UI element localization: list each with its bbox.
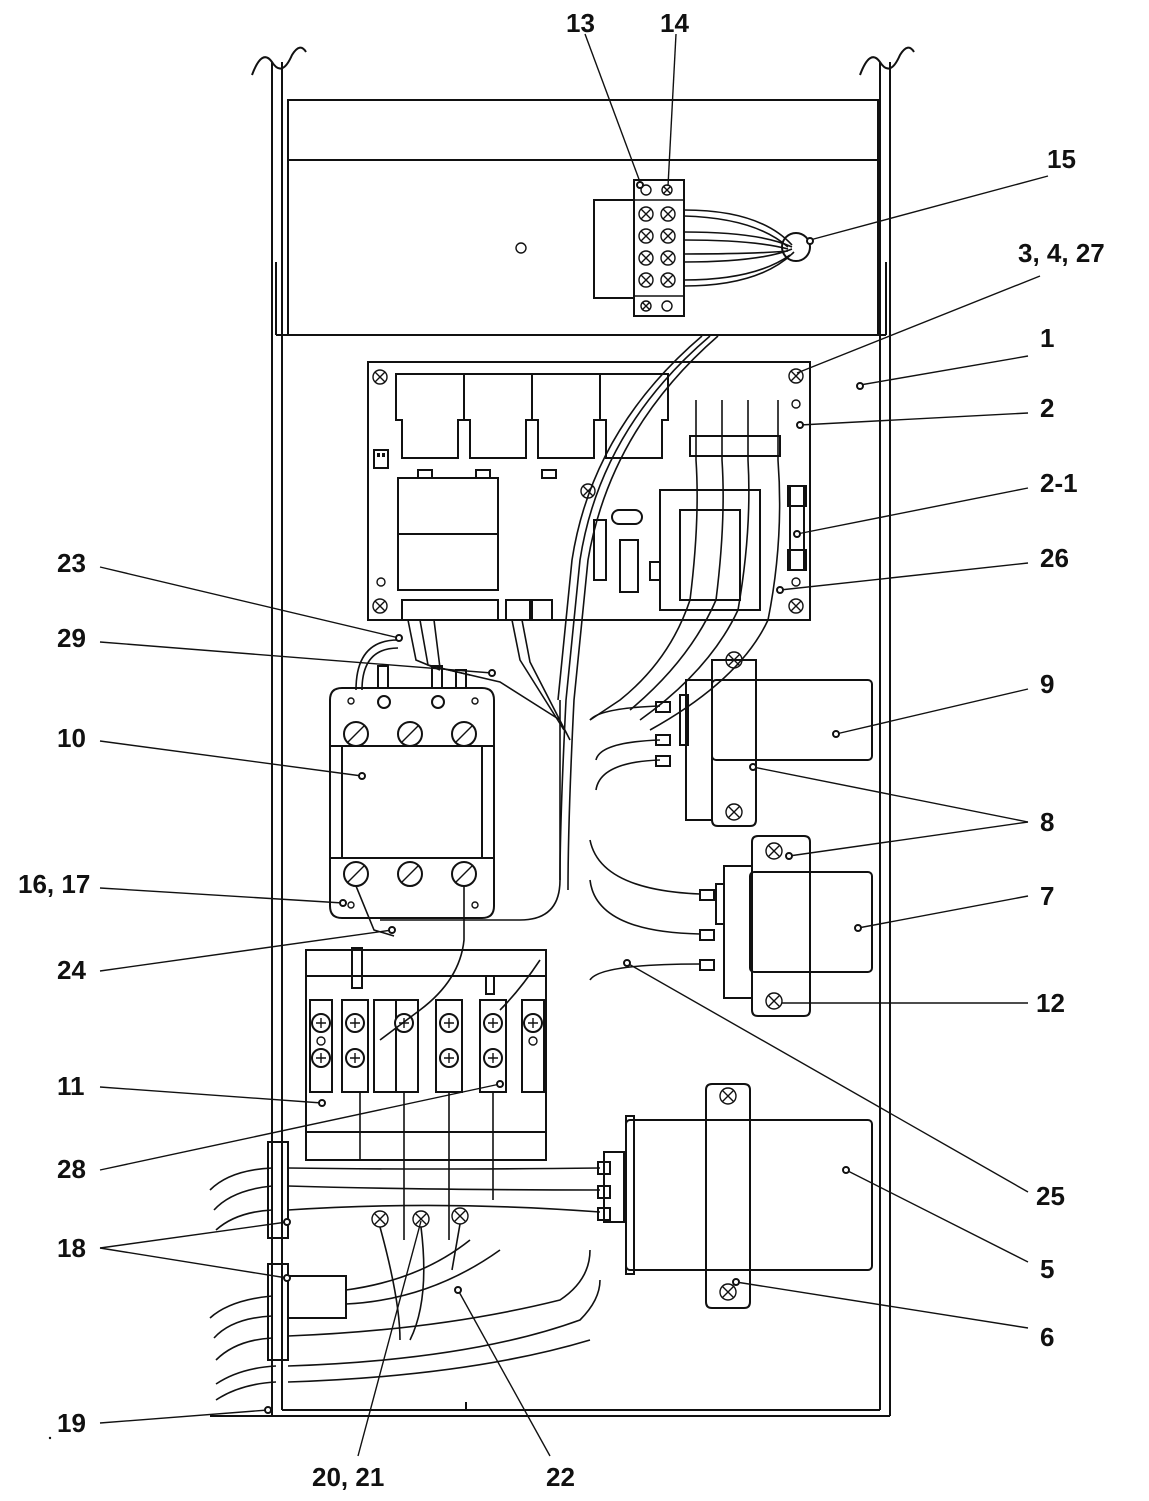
callout-3-4-27: 3, 4, 27 [1018,238,1105,268]
wiring-harness [287,335,781,1383]
leader-lines [48,33,1049,1457]
contactor [329,665,495,919]
callout-26: 26 [1040,543,1069,573]
callout-23: 23 [57,548,86,578]
strain-reliefs [209,1141,347,1401]
callout-9: 9 [1040,669,1054,699]
callout-2: 2 [1040,393,1054,423]
callout-14: 14 [660,8,689,38]
enclosure-housing [210,46,915,1417]
callout-25: 25 [1036,1181,1065,1211]
junction-box [275,99,887,336]
callout-1: 1 [1040,323,1054,353]
callout-11: 11 [57,1071,85,1101]
callout-24: 24 [57,955,86,985]
callout-2-1: 2-1 [1040,468,1078,498]
callout-15: 15 [1047,144,1076,174]
callout-16-17: 16, 17 [18,869,90,899]
callout-19: 19 [57,1408,86,1438]
callout-8: 8 [1040,807,1054,837]
callout-10: 10 [57,723,86,753]
callout-5: 5 [1040,1254,1054,1284]
control-board [367,361,811,621]
transformer-9 [655,651,873,827]
terminal-strip [305,947,547,1161]
callout-22: 22 [546,1462,575,1492]
callout-29: 29 [57,623,86,653]
callout-18: 18 [57,1233,86,1263]
callout-20-21: 20, 21 [312,1462,384,1492]
callout-6: 6 [1040,1322,1054,1352]
transformer-7 [699,835,873,1017]
callout-13: 13 [566,8,595,38]
callout-28: 28 [57,1154,86,1184]
callout-7: 7 [1040,881,1054,911]
transformer-5 [597,1083,873,1309]
callout-labels: 13 14 15 3, 4, 27 1 2 2-1 26 23 29 9 10 … [18,8,1105,1492]
callout-12: 12 [1036,988,1065,1018]
terminal-screws [638,206,676,288]
